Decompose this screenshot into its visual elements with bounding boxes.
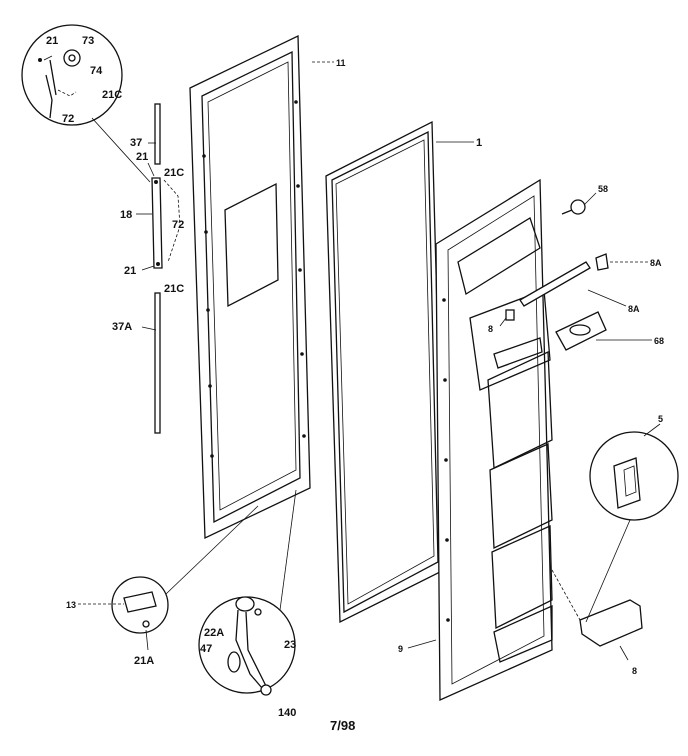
- door-gasket: [325, 120, 445, 624]
- clip-8: [505, 309, 515, 321]
- dispenser-pad-68: [555, 311, 607, 351]
- label-37: 37: [130, 137, 142, 149]
- label-8A-top: 8A: [650, 258, 662, 268]
- label-37A: 37A: [112, 321, 132, 333]
- label-leaders: [78, 61, 661, 661]
- label-21C-top: 21C: [102, 89, 122, 101]
- label-21-mid: 21: [136, 151, 148, 163]
- bin-bracket: [551, 569, 643, 647]
- label-11: 11: [336, 58, 346, 68]
- label-9: 9: [398, 644, 403, 654]
- label-140: 140: [278, 707, 296, 719]
- handle-bar-8A: [519, 261, 591, 307]
- label-1: 1: [476, 137, 482, 149]
- hinge-bar-37A: [154, 292, 161, 434]
- detail-circle-5: [589, 431, 679, 521]
- screw-58: [561, 199, 586, 215]
- label-21-top: 21: [46, 35, 58, 47]
- detail-circle-13: [111, 576, 169, 634]
- label-72-mid: 72: [172, 219, 184, 231]
- label-8A-mid: 8A: [628, 304, 640, 314]
- leader-hinge: [91, 117, 151, 183]
- detail-circle-light: [198, 596, 296, 696]
- label-22A: 22A: [204, 627, 224, 639]
- label-21C-mid: 21C: [164, 167, 184, 179]
- inner-door-liner: [435, 178, 553, 701]
- label-18: 18: [120, 209, 132, 221]
- hinge-detail-circle: [21, 24, 123, 126]
- label-21A: 21A: [134, 655, 154, 667]
- leader-13: [165, 505, 259, 595]
- label-23: 23: [284, 639, 296, 651]
- hinge-bar-37: [154, 103, 161, 165]
- label-74: 74: [90, 65, 103, 77]
- label-47: 47: [200, 643, 212, 655]
- outer-door-panel: [189, 34, 311, 540]
- part-labels: 21 73 74 21C 72 11 37 21 21C 18 72 21 21…: [46, 35, 664, 733]
- label-73: 73: [82, 35, 94, 47]
- hinge-18: [151, 177, 181, 269]
- label-13: 13: [66, 600, 76, 610]
- footer-code: 7/98: [330, 718, 355, 733]
- label-58: 58: [598, 184, 608, 194]
- label-5: 5: [658, 414, 663, 424]
- label-72-top: 72: [62, 113, 74, 125]
- label-8-low: 8: [632, 666, 637, 676]
- label-68: 68: [654, 336, 664, 346]
- clip-8A: [595, 253, 609, 271]
- label-21C-low: 21C: [164, 283, 184, 295]
- leader-light: [279, 489, 297, 611]
- leader-5: [585, 519, 631, 623]
- label-21-low: 21: [124, 265, 136, 277]
- label-8: 8: [488, 324, 493, 334]
